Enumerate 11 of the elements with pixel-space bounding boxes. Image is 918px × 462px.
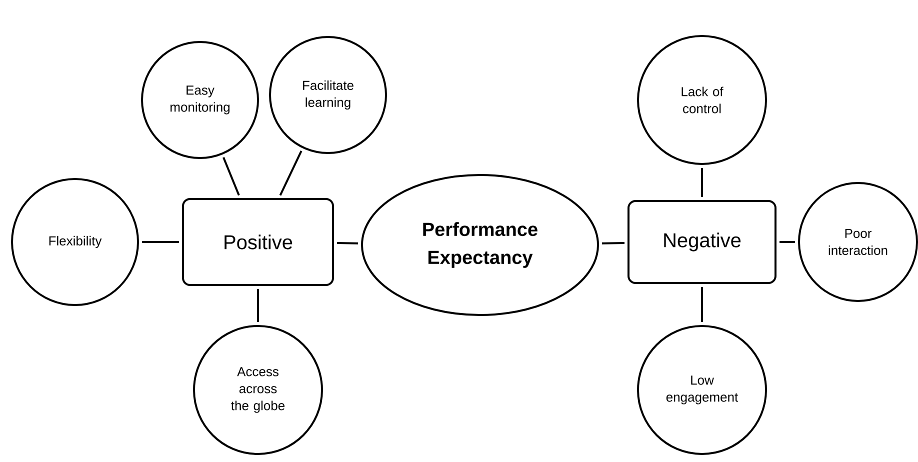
- connector-line: [222, 157, 240, 196]
- connector-line: [780, 241, 795, 243]
- connector-line: [257, 289, 259, 322]
- connector-line: [602, 242, 625, 244]
- connector-line: [337, 242, 358, 244]
- connector-line: [701, 287, 703, 322]
- category-box: Negative: [628, 200, 776, 284]
- connector-line: [279, 150, 302, 196]
- connector-line: [701, 168, 703, 197]
- category-box: Positive: [182, 198, 334, 286]
- connector-line: [142, 241, 179, 243]
